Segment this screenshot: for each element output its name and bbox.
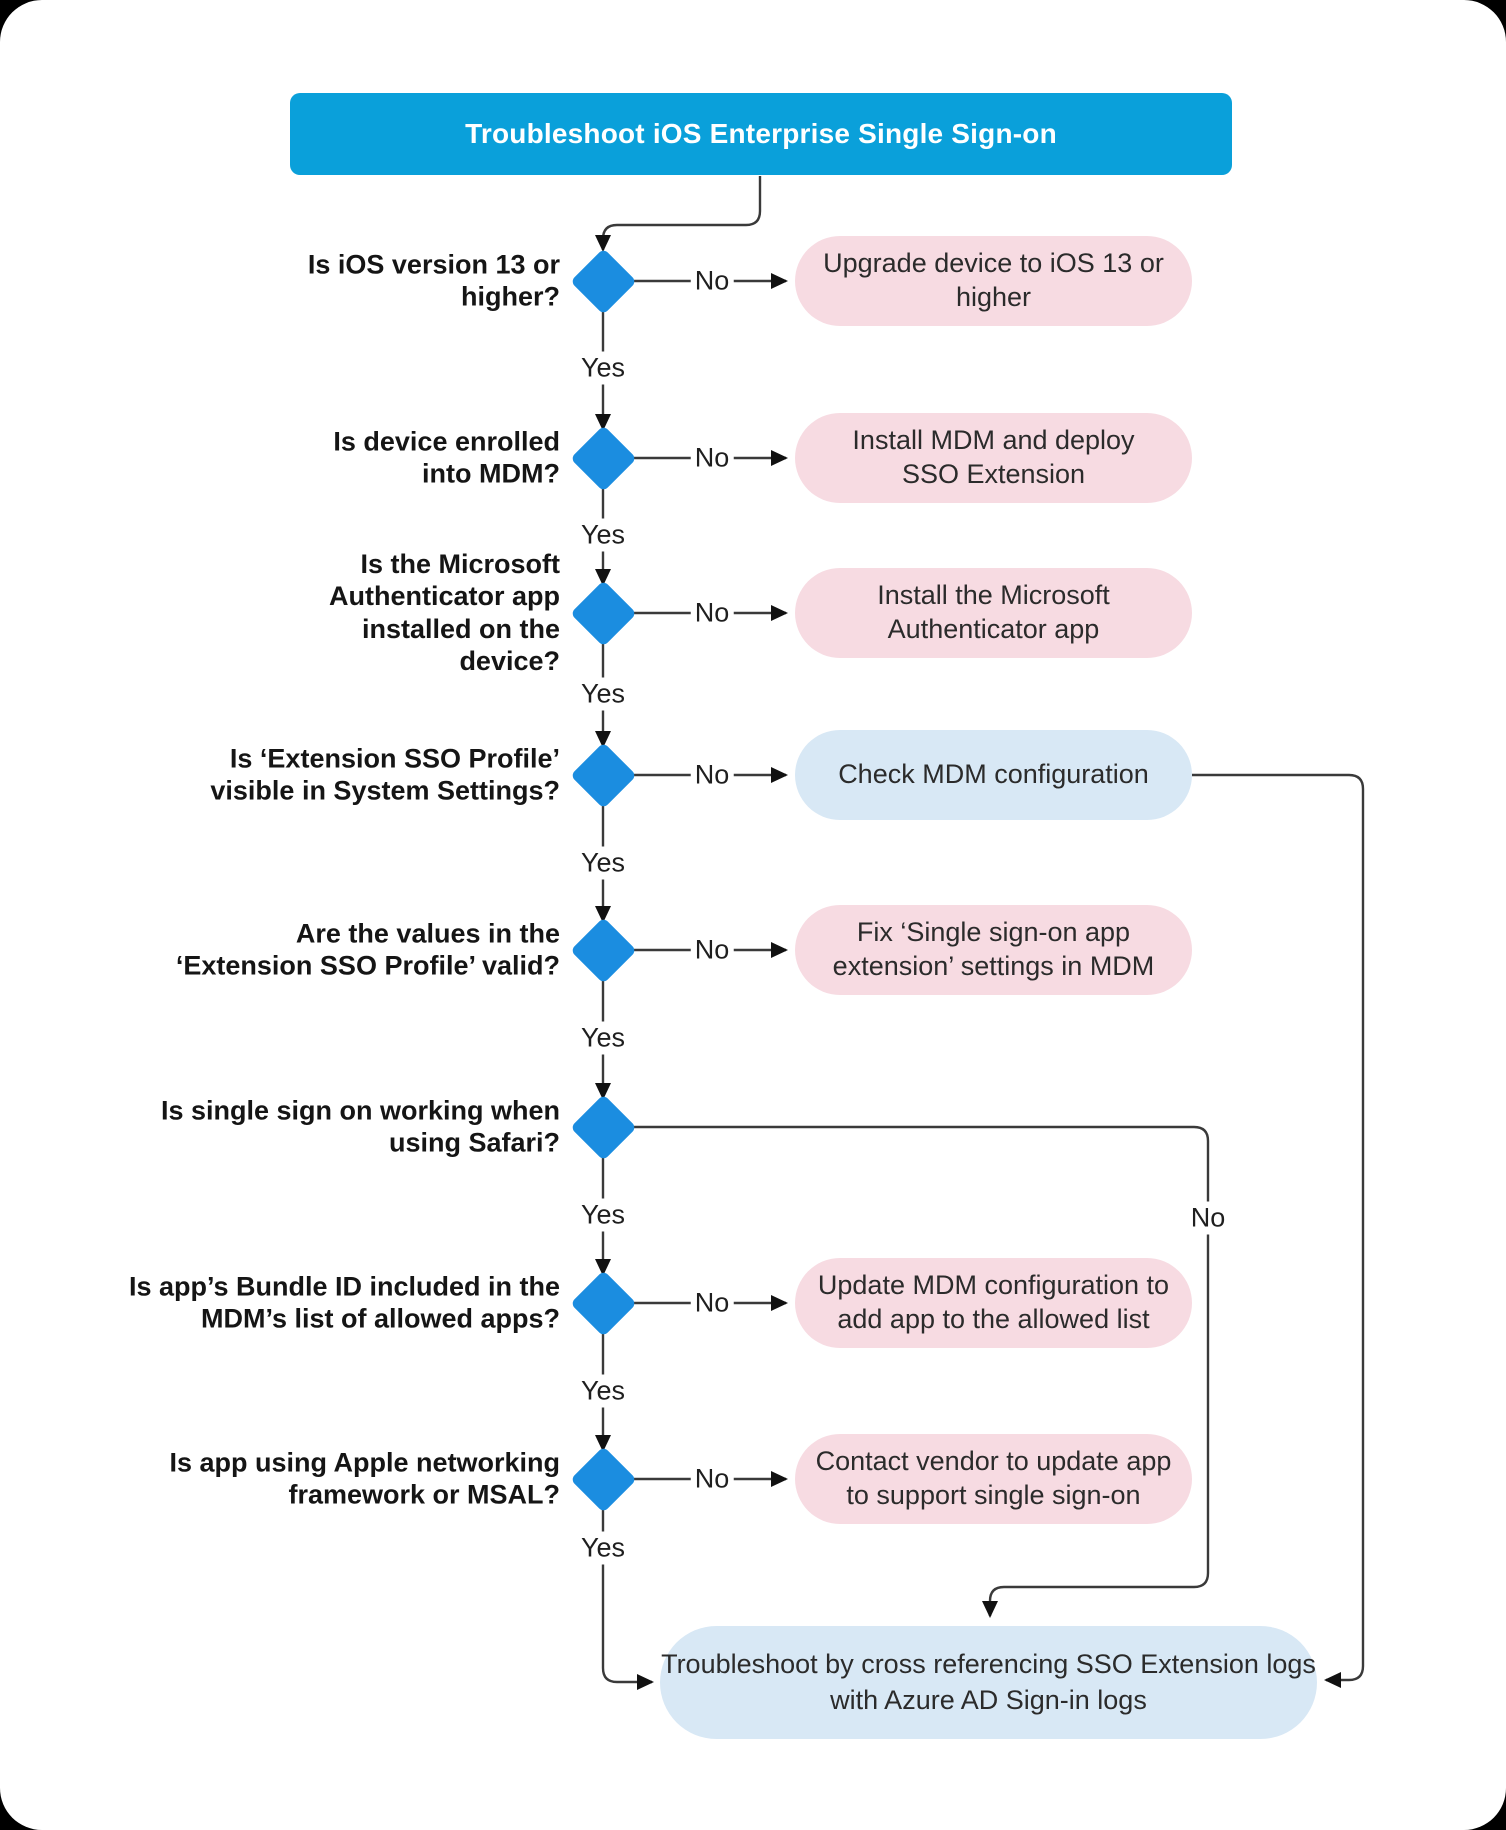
- no-label-6: No: [1186, 1201, 1230, 1235]
- connector-checkmdm-to-final: [1192, 773, 1365, 1688]
- no-label-2: No: [690, 441, 734, 475]
- final-outcome-box: Troubleshoot by cross referencing SSO Ex…: [660, 1626, 1317, 1739]
- yes-label-7: Yes: [576, 1374, 630, 1408]
- yes-label-8: Yes: [576, 1531, 630, 1565]
- outcome-box-4: Check MDM configuration: [795, 730, 1192, 820]
- no-label-8: No: [690, 1462, 734, 1496]
- outcome-box-1: Upgrade device to iOS 13 or higher: [795, 236, 1192, 326]
- no-label-1: No: [690, 264, 734, 298]
- yes-label-6: Yes: [576, 1198, 630, 1232]
- yes-label-2: Yes: [576, 518, 630, 552]
- yes-label-1: Yes: [576, 351, 630, 385]
- decision-question-3: Is the Microsoft Authenticator app insta…: [328, 549, 560, 677]
- outcome-box-7: Update MDM configuration to add app to t…: [795, 1258, 1192, 1348]
- no-label-4: No: [690, 758, 734, 792]
- outcome-box-3: Install the Microsoft Authenticator app: [795, 568, 1192, 658]
- decision-question-8: Is app using Apple networking framework …: [169, 1447, 560, 1510]
- decision-question-5: Are the values in the ‘Extension SSO Pro…: [175, 918, 560, 981]
- connector-title-to-d1: [595, 176, 762, 252]
- yes-label-4: Yes: [576, 846, 630, 880]
- outcome-box-5: Fix ‘Single sign-on app extension’ setti…: [795, 905, 1192, 995]
- connector-d6-no-to-final: [630, 1125, 1210, 1618]
- no-label-3: No: [690, 596, 734, 630]
- yes-label-3: Yes: [576, 677, 630, 711]
- flowchart-title: Troubleshoot iOS Enterprise Single Sign-…: [290, 93, 1232, 175]
- decision-question-4: Is ‘Extension SSO Profile’ visible in Sy…: [210, 743, 560, 806]
- decision-question-1: Is iOS version 13 or higher?: [307, 249, 560, 312]
- outcome-box-2: Install MDM and deploy SSO Extension: [795, 413, 1192, 503]
- yes-label-5: Yes: [576, 1021, 630, 1055]
- decision-question-2: Is device enrolled into MDM?: [333, 426, 560, 489]
- outcome-box-8: Contact vendor to update app to support …: [795, 1434, 1192, 1524]
- connector-d8-yes-to-final: [601, 1503, 654, 1690]
- decision-question-7: Is app’s Bundle ID included in the MDM’s…: [128, 1271, 560, 1334]
- no-label-5: No: [690, 933, 734, 967]
- decision-question-6: Is single sign on working when using Saf…: [160, 1095, 560, 1158]
- no-label-7: No: [690, 1286, 734, 1320]
